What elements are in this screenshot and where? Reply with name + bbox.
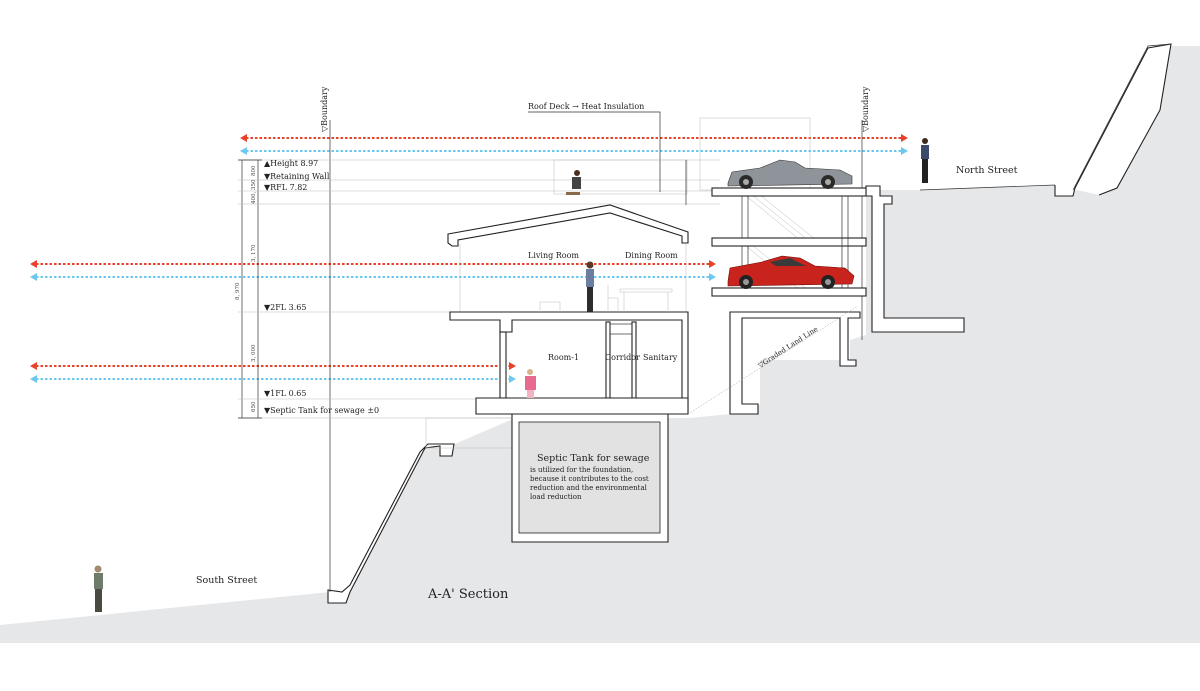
north-street-label: North Street [956,165,1018,176]
level-arrows [30,134,908,383]
silver-car [727,159,853,189]
garage-foundation [729,311,861,415]
septic-tank-interior [518,421,661,534]
ground-mass [0,44,1200,643]
south-street-label: South Street [196,575,257,586]
room-corridor: Corridor [605,353,640,362]
graded-land-line [687,305,859,415]
dim-total-8970: 8, 970 [235,282,241,300]
roof-note-leader [528,111,661,192]
parking-deck-bottom [711,287,867,297]
red-car [727,255,855,289]
corridor-door-head [609,323,633,335]
septic-line-3: reduction and the environmental [530,484,648,492]
north-retaining-wall [1054,43,1172,197]
child-room1 [525,369,536,398]
level-dimension-lines [238,159,720,419]
section-title: A-A' Section [427,587,509,602]
north-street-surface [919,184,1056,191]
septic-line-1: is utilized for the foundation, [530,466,633,474]
first-floor-slab [475,397,689,415]
roof-slab [447,204,689,247]
level-retaining-wall: ▼Retaining Wall [264,172,330,181]
room-dining: Dining Room [625,251,678,260]
north-wall-face [1072,43,1172,191]
person-north-street [921,138,929,183]
level-septic: ▼Septic Tank for sewage ±0 [264,406,379,415]
septic-line-2: because it contributes to the cost [530,475,649,483]
dim-400-350: 400, 350 [251,179,257,204]
room-room1: Room-1 [548,353,579,362]
person-roof-deck [566,170,581,195]
level-height: ▲Height 8.97 [264,159,318,168]
person-living-room [586,261,594,312]
dim-650: 650 [251,401,257,412]
septic-title: Septic Tank for sewage [537,453,650,464]
room1-left-wall [499,331,507,399]
dim-3170: 3, 170 [251,244,257,262]
room-sanitary: Sanitary [643,353,678,362]
room-living: Living Room [528,251,579,260]
dining-furniture [539,285,673,312]
parking-deck-top [711,187,867,197]
roof-note: Roof Deck → Heat Insulation [528,102,644,111]
north-stair-wall [865,185,965,333]
dim-800: 800 [251,165,257,176]
dim-3000: 3, 000 [251,344,257,362]
south-boundary-label: ▽Boundary [320,86,329,132]
level-1fl: ▼1FL 0.65 [264,389,306,398]
second-floor-slab [449,311,689,415]
person-south-street [94,565,103,612]
south-retaining-wall [327,443,455,604]
roof-deck-railing [553,159,688,195]
septic-line-4: load reduction [530,493,582,501]
parking-deck-middle [711,237,867,247]
north-boundary-label: ▽Boundary [861,86,870,132]
level-rfl: ▼RFL 7.82 [264,183,307,192]
level-2fl: ▼2FL 3.65 [264,303,306,312]
